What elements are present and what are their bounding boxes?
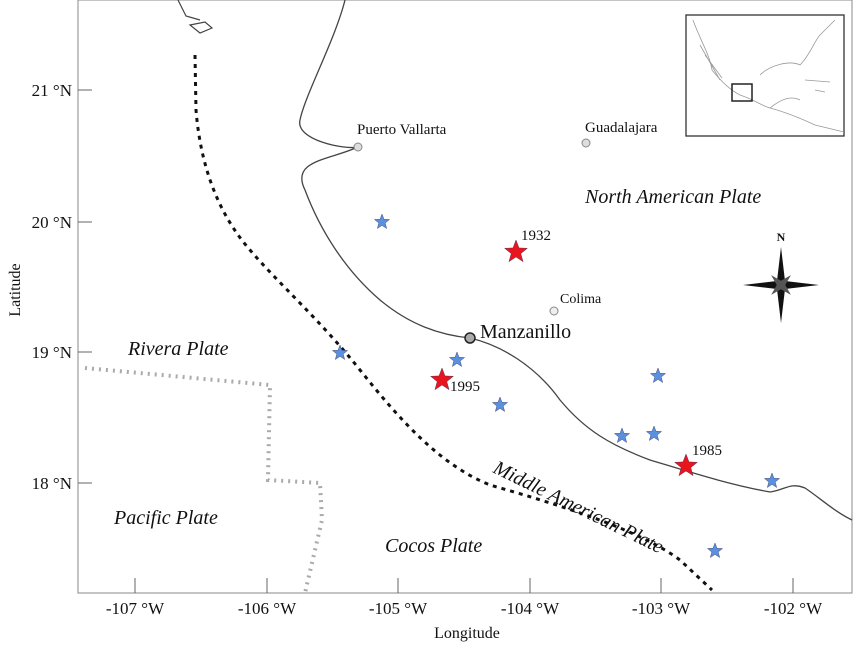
city-marker — [464, 332, 476, 344]
major-earthquake-star-icon — [674, 453, 698, 477]
coastline — [299, 0, 853, 521]
compass-rose-icon: N — [743, 230, 819, 323]
y-tick-label: 19 °N — [32, 343, 72, 362]
city-label: Colima — [560, 292, 602, 307]
city-marker — [581, 138, 591, 148]
minor-earthquake-star-icon — [448, 351, 466, 367]
minor-earthquake-star-icon — [331, 344, 349, 360]
cities: Puerto Vallarta Guadalajara Colima Manza… — [353, 120, 658, 344]
minor-earthquake-star-icon — [649, 367, 667, 383]
x-tick-label: -105 °W — [369, 599, 428, 618]
coastline-north — [177, 0, 201, 21]
quake-year-label: 1995 — [450, 379, 480, 395]
x-tick-label: -104 °W — [501, 599, 560, 618]
x-tick-label: -106 °W — [238, 599, 297, 618]
quake-year-label: 1932 — [521, 228, 551, 244]
minor-earthquake-star-icon — [613, 427, 631, 443]
fracture-zone — [84, 366, 325, 594]
city-marker — [549, 306, 559, 316]
y-tick-label: 18 °N — [32, 474, 72, 493]
inset-locator-box — [731, 83, 753, 102]
quake-year-label: 1985 — [692, 443, 722, 459]
minor-earthquake-star-icon — [763, 472, 781, 488]
plate-label: Pacific Plate — [113, 507, 218, 529]
y-tick-label: 21 °N — [32, 81, 72, 100]
minor-earthquake-star-icon — [491, 396, 509, 412]
y-axis-label: Latitude — [7, 263, 24, 316]
compass-north-label: N — [777, 230, 786, 244]
earthquake-markers — [331, 213, 781, 558]
x-axis-label: Longitude — [434, 625, 500, 642]
city-label: Puerto Vallarta — [357, 122, 447, 138]
plate-label: Rivera Plate — [127, 338, 229, 360]
major-earthquake-star-icon — [504, 239, 528, 263]
minor-earthquake-star-icon — [645, 425, 663, 441]
plate-label: Cocos Plate — [385, 535, 482, 557]
city-label: Manzanillo — [480, 321, 571, 343]
x-tick-label: -103 °W — [632, 599, 691, 618]
x-tick-label: -107 °W — [106, 599, 165, 618]
minor-earthquake-star-icon — [706, 542, 724, 558]
island — [188, 21, 214, 34]
axis-ticks — [78, 89, 794, 593]
minor-earthquake-star-icon — [373, 213, 391, 229]
major-earthquake-star-icon — [430, 367, 454, 391]
inset-map — [685, 14, 845, 137]
city-marker — [353, 142, 363, 152]
x-tick-label: -102 °W — [764, 599, 823, 618]
plate-label: North American Plate — [584, 186, 761, 208]
city-label: Guadalajara — [585, 120, 658, 136]
y-tick-label: 20 °N — [32, 213, 72, 232]
